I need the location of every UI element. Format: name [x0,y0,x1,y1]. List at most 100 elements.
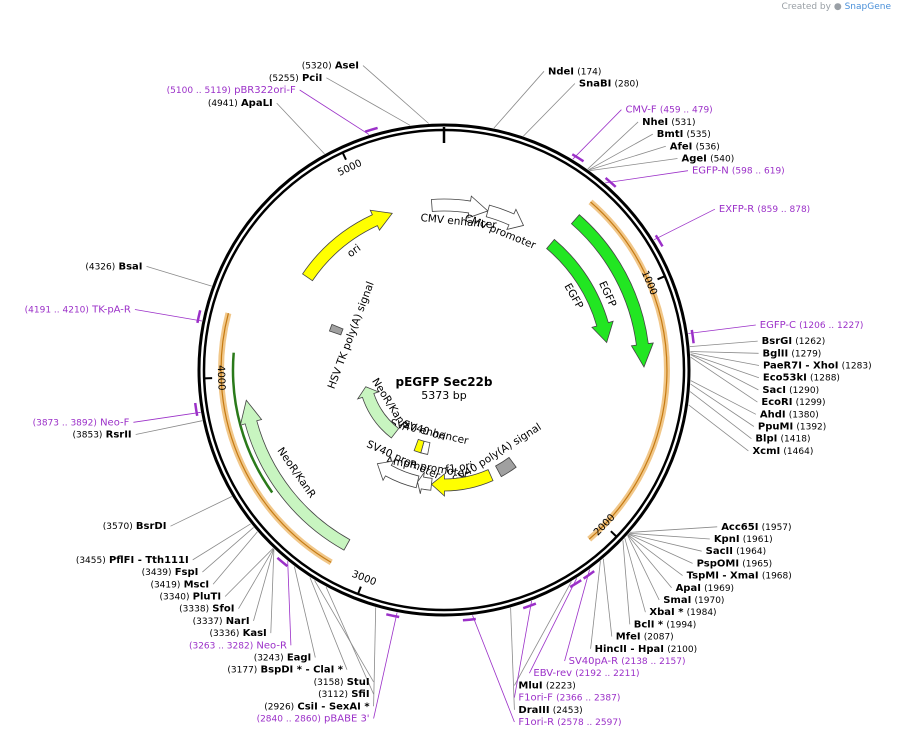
feature-sv40-ori[interactable] [413,438,425,454]
enzyme-coordinate: (1262) [795,337,825,347]
primer-site-ebv-rev[interactable]: EBV-rev (2192 .. 2211) [533,668,639,679]
enzyme-site-bcli[interactable]: BclI * (1994) [634,619,697,630]
enzyme-site-pcii[interactable]: (5255) PciI [269,73,323,84]
enzyme-site-saci[interactable]: SacI (1290) [762,385,819,396]
enzyme-site-afei[interactable]: AfeI (536) [670,141,720,152]
enzyme-site-bsrdi[interactable]: (3570) BsrDI [103,521,167,532]
primer-site-pbabe-3[interactable]: (2840 .. 2860) pBABE 3' [257,714,370,725]
enzyme-name: NdeI [548,66,574,77]
enzyme-name: BlpI [755,434,777,445]
enzyme-site-pflfi[interactable]: (3455) PflFI - Tth111I [76,555,189,566]
enzyme-site-ndei[interactable]: NdeI (174) [548,66,601,77]
primer-site-egfp-c[interactable]: EGFP-C (1206 .. 1227) [760,320,864,331]
enzyme-site-bmti[interactable]: BmtI (535) [657,129,711,140]
enzyme-site-bglii[interactable]: BglII (1279) [763,348,822,359]
enzyme-site-kasi[interactable]: (3336) KasI [209,628,266,639]
enzyme-site-mlui[interactable]: MluI (2223) [518,680,575,691]
feature-egfp[interactable] [546,238,614,344]
enzyme-site-sacii[interactable]: SacII (1964) [706,546,766,557]
feature-neor-kanr[interactable] [356,386,400,439]
enzyme-site-tspmi[interactable]: TspMI - XmaI (1968) [687,571,792,582]
enzyme-label: (3158) StuI [314,677,370,688]
feature-ori[interactable] [301,209,393,282]
enzyme-site-fspi[interactable]: (3439) FspI [142,567,199,578]
primer-site-f1ori-r[interactable]: F1ori-R (2578 .. 2597) [518,717,621,728]
enzyme-site-hincii[interactable]: HincII - HpaI (2100) [595,644,698,655]
primer-label: EXFP-R (859 .. 878) [719,204,810,215]
feature-label: HSV TK poly(A) signal [326,280,377,391]
primer-site-tk-pa-r[interactable]: (4191 .. 4210) TK-pA-R [25,305,131,316]
enzyme-coordinate: (3337) [193,616,223,626]
enzyme-site-xbai[interactable]: XbaI * (1984) [649,607,716,618]
snapgene-credit: Created by ● SnapGene [781,2,891,12]
primer-leader [373,612,398,719]
feature-neor-kanr[interactable] [239,399,351,551]
enzyme-site-bsrgi[interactable]: BsrGI (1262) [762,336,826,347]
feature-egfp[interactable] [570,214,654,368]
enzyme-site-eagi[interactable]: (3243) EagI [254,653,312,664]
enzyme-name: MluI [518,680,542,691]
enzyme-name: MfeI [616,632,641,643]
enzyme-leader [690,380,757,415]
enzyme-site-stui[interactable]: (3158) StuI [314,677,370,688]
enzyme-site-sfoi[interactable]: (3338) SfoI [179,604,234,615]
enzyme-site-nari[interactable]: (3337) NarI [193,616,250,627]
enzyme-site-apai[interactable]: ApaI (1969) [676,583,735,594]
primer-coordinate: (5100 .. 5119) [167,85,231,95]
enzyme-site-paer7i[interactable]: PaeR7I - XhoI (1283) [763,360,872,371]
enzyme-site-apali[interactable]: (4941) ApaLI [208,98,273,109]
primer-site-cmv-f[interactable]: CMV-F (459 .. 479) [625,105,712,116]
enzyme-site-csii[interactable]: (2926) CsiI - SexAI * [264,701,370,712]
enzyme-name: PaeR7I - XhoI [763,360,839,371]
enzyme-site-blpi[interactable]: BlpI (1418) [755,434,810,445]
enzyme-site-draiii[interactable]: DraIII (2453) [518,705,582,716]
primer-site-egfp-n[interactable]: EGFP-N (598 .. 619) [692,166,785,177]
enzyme-site-rsrii[interactable]: (3853) RsrII [73,429,132,440]
enzyme-site-mfei[interactable]: MfeI (2087) [616,632,674,643]
feature-hsv-tk-poly-a-signal[interactable] [328,323,344,336]
primer-coordinate: (4191 .. 4210) [25,305,89,315]
enzyme-site-agei[interactable]: AgeI (540) [681,154,734,165]
feature-sv40-poly-a-signal[interactable] [495,456,517,478]
feature-cmv-enhancer[interactable] [430,195,489,219]
primer-site-f1ori-f[interactable]: F1ori-F (2366 .. 2387) [518,693,620,704]
enzyme-site-snabi[interactable]: SnaBI (280) [579,78,639,89]
primer-site-exfp-r[interactable]: EXFP-R (859 .. 878) [719,204,810,215]
primer-site-neo-r[interactable]: (3263 .. 3282) Neo-R [189,640,287,651]
enzyme-site-smai[interactable]: SmaI (1970) [663,595,724,606]
enzyme-site-kpni[interactable]: KpnI (1961) [714,534,773,545]
enzyme-site-bspdi[interactable]: (3177) BspDI * - ClaI * [227,665,343,676]
enzyme-site-ppumi[interactable]: PpuMI (1392) [758,421,826,432]
enzyme-label: NheI (531) [642,117,695,128]
feature-label: f1 ori [445,460,474,476]
enzyme-label: MfeI (2087) [616,632,674,643]
enzyme-label: (4941) ApaLI [208,98,273,109]
primer-mark [604,176,617,188]
enzyme-site-eco53ki[interactable]: Eco53kI (1288) [763,373,840,384]
enzyme-site-pspomi[interactable]: PspOMI (1965) [697,558,773,569]
primer-label: (3263 .. 3282) Neo-R [189,640,287,651]
enzyme-site-acc65i[interactable]: Acc65I (1957) [721,522,791,533]
enzyme-site-asei[interactable]: (5320) AseI [302,61,359,72]
enzyme-site-nhei[interactable]: NheI (531) [642,117,695,128]
enzyme-label: BmtI (535) [657,129,711,140]
primer-site-sv40pa-r[interactable]: SV40pA-R (2138 .. 2157) [569,656,686,667]
enzyme-site-xcmi[interactable]: XcmI (1464) [752,446,813,457]
enzyme-name: PciI [302,73,322,84]
enzyme-site-msci[interactable]: (3419) MscI [150,579,209,590]
enzyme-site-pluti[interactable]: (3340) PluTI [160,592,222,603]
feature-cmv-promoter[interactable] [485,204,525,231]
primer-site-pbr322ori-f[interactable]: (5100 .. 5119) pBR322ori-F [167,85,296,96]
enzyme-site-ahdi[interactable]: AhdI (1380) [760,409,819,420]
feature-sv40-promoter[interactable] [376,460,420,489]
feature-f1-ori[interactable] [430,469,494,497]
primer-name: EBV-rev [533,668,572,679]
enzyme-site-ecori[interactable]: EcoRI (1299) [761,397,825,408]
primer-site-neo-f[interactable]: (3873 .. 3892) Neo-F [33,417,130,428]
enzyme-coordinate: (3158) [314,677,344,687]
enzyme-site-sfii[interactable]: (3112) SfiI [318,689,369,700]
feature-ampr-promoter[interactable] [417,471,433,494]
enzyme-name: KpnI [714,534,740,545]
enzyme-site-bsai[interactable]: (4326) BsaI [85,261,142,272]
enzyme-label: NdeI (174) [548,66,601,77]
